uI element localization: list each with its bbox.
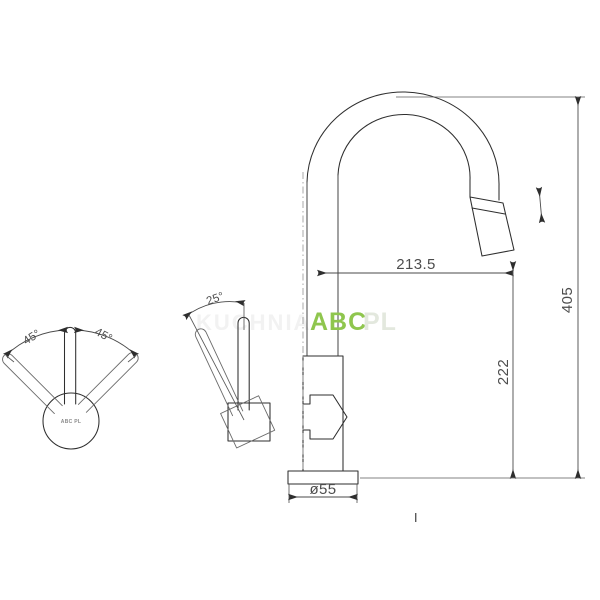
dimension-overall-height: 405 <box>360 96 585 479</box>
watermark-ghost-group: KUCHNIA <box>196 310 311 335</box>
top-view-arc-left-tick <box>5 355 15 363</box>
dimension-handle-angle-leader <box>188 314 245 421</box>
handle-lever-tilted <box>194 328 244 417</box>
dimension-handle-angle-arc <box>182 300 246 321</box>
handle-hub-tilted <box>220 395 276 449</box>
spray-head-body <box>469 196 515 257</box>
dimension-base-diameter: ø55 <box>288 481 358 503</box>
dimension-handle-angle-label: 25° <box>205 290 226 307</box>
top-view-body-circle <box>42 392 100 450</box>
dimension-spout-reach-label: 213.5 <box>396 256 436 273</box>
watermark-abc: ABC <box>310 308 367 336</box>
top-view-circle-logo: ABC PL <box>61 419 81 425</box>
dimension-handle-angle: 25° <box>182 290 246 421</box>
bottom-tick-mark <box>415 513 417 522</box>
spray-travel-arrow <box>535 186 546 224</box>
watermark-pl: PL <box>363 308 397 336</box>
handle-lever-tilted-group <box>194 328 276 449</box>
valve-housing-chevron <box>302 394 348 440</box>
handle-hub-vertical <box>227 402 271 442</box>
front-view-group: 213.5 222 405 ø55 <box>182 91 585 503</box>
watermark-group: ABC PL <box>310 308 397 336</box>
spout-arch-outer <box>306 91 500 201</box>
dimension-outlet-height: 222 <box>495 261 517 479</box>
base-flange <box>287 470 359 485</box>
dimension-overall-height-label: 405 <box>559 287 576 313</box>
dimension-spout-reach: 213.5 <box>317 256 514 277</box>
top-view-arc-right <box>73 326 140 359</box>
top-view-arc-right-tick <box>127 355 137 363</box>
watermark-ghost-text: KUCHNIA <box>196 310 311 335</box>
spray-head-seam <box>471 207 506 215</box>
spout-arch-inner <box>337 113 471 198</box>
top-view-arc-left <box>2 326 69 359</box>
dimension-base-diameter-label: ø55 <box>309 481 336 498</box>
dimension-outlet-height-label: 222 <box>495 359 512 385</box>
